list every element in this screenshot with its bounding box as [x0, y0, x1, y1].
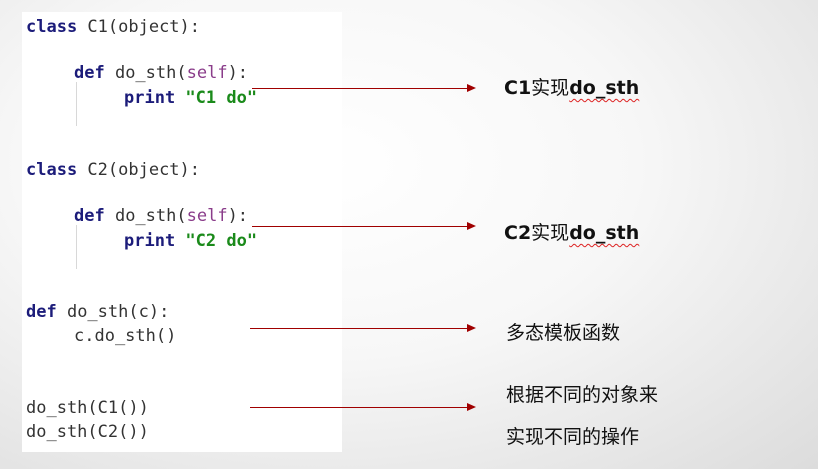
code-line-call-c1: do_sth(C1())	[26, 398, 149, 418]
code-line-print-c2: print "C2 do"	[124, 231, 258, 251]
label-c2-implements: C2实现do_sth	[504, 222, 640, 244]
label-template-function: 多态模板函数	[506, 322, 621, 344]
arrow-calls	[250, 403, 476, 411]
code-line-def-c1: def do_sth(self):	[74, 63, 249, 83]
indent-guide	[76, 225, 77, 269]
code-line-class-c1: class C1(object):	[26, 17, 201, 37]
code-line-def-do-sth: def do_sth(c):	[26, 302, 170, 322]
indent-guide	[76, 82, 77, 126]
code-panel: class C1(object): def do_sth(self): prin…	[22, 12, 342, 452]
code-line-def-c2: def do_sth(self):	[74, 206, 249, 226]
label-different-objects: 根据不同的对象来	[506, 384, 659, 406]
arrow-template	[250, 324, 476, 332]
label-different-operations: 实现不同的操作	[506, 426, 640, 448]
label-c1-implements: C1实现do_sth	[504, 77, 640, 99]
code-line-call-method: c.do_sth()	[74, 326, 177, 346]
arrow-c2	[252, 222, 476, 230]
code-line-print-c1: print "C1 do"	[124, 88, 258, 108]
code-line-call-c2: do_sth(C2())	[26, 422, 149, 442]
arrow-c1	[252, 84, 476, 92]
code-line-class-c2: class C2(object):	[26, 160, 201, 180]
